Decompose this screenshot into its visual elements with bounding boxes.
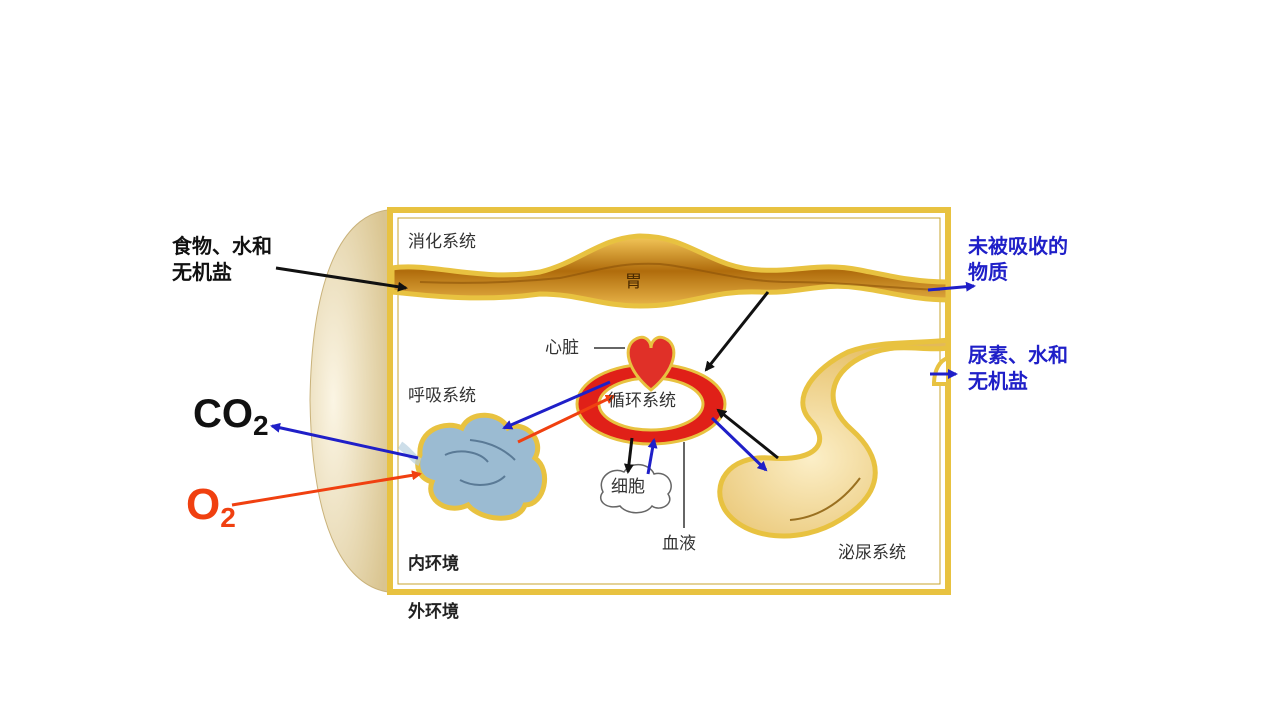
label-unabsorbed: 未被吸收的 物质	[968, 234, 1068, 284]
label-digestive: 消化系统	[408, 232, 476, 252]
label-external-env: 外环境	[408, 602, 459, 622]
label-urinary: 泌尿系统	[838, 543, 906, 563]
label-circulatory: 循环系统	[608, 391, 676, 411]
arrow-unabsorbed-out	[927, 281, 976, 292]
arrow-absorb	[704, 291, 770, 372]
label-co2: CO2	[193, 392, 269, 441]
label-internal-env: 内环境	[408, 554, 459, 574]
arrow-o2-to-circ	[517, 394, 616, 444]
outer-environment-shape	[309, 209, 389, 593]
arrow-o2-in	[231, 470, 422, 507]
label-stomach: 胃	[625, 272, 642, 292]
heart-shape	[626, 335, 676, 392]
label-cell: 细胞	[611, 477, 645, 497]
arrow-cell-to-circ	[646, 438, 658, 475]
label-food-water-salt: 食物、水和 无机盐	[172, 234, 272, 284]
arrow-co2-to-lung	[502, 380, 611, 430]
arrow-to-cell	[623, 437, 634, 474]
arrow-waste-to-circ	[716, 408, 779, 460]
arrow-co2-out	[270, 422, 419, 460]
lung-shape	[415, 412, 547, 521]
arrow-circ-to-urinary	[710, 416, 768, 472]
urinary-organ	[717, 337, 951, 539]
digestive-tract	[389, 233, 951, 309]
label-urea-water-salt: 尿素、水和 无机盐	[968, 343, 1068, 393]
label-heart: 心脏	[545, 338, 579, 358]
label-o2: O2	[186, 480, 236, 533]
arrow-food-in	[275, 266, 408, 292]
label-respiratory: 呼吸系统	[408, 386, 476, 406]
label-blood: 血液	[662, 534, 696, 554]
